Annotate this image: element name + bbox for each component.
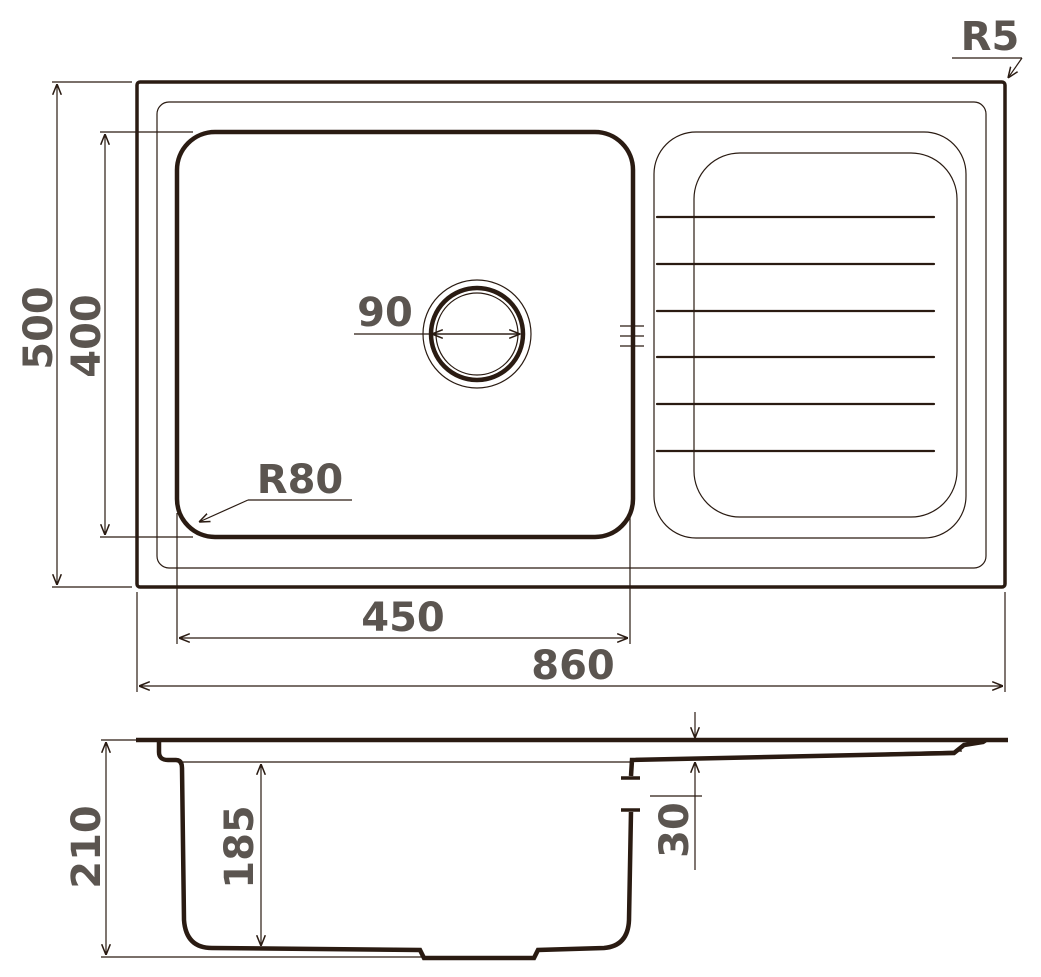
label-185: 185	[217, 805, 263, 889]
dimension-450: 450	[176, 513, 631, 644]
label-210: 210	[64, 805, 110, 889]
sink-inner-rim	[156, 101, 987, 569]
dimension-185: 185	[217, 764, 263, 946]
sink-profile	[136, 737, 1008, 961]
label-90: 90	[357, 290, 413, 336]
label-r5: R5	[961, 14, 1020, 60]
dimension-860: 860	[136, 592, 1006, 692]
side-view: 210 185 30	[64, 712, 1008, 961]
top-view: R5 500 400 90 R80	[16, 14, 1023, 692]
dimension-400: 400	[64, 131, 193, 538]
main-bowl	[174, 129, 636, 540]
dimension-r80: R80	[199, 457, 352, 522]
label-500: 500	[16, 286, 62, 370]
label-450: 450	[361, 595, 445, 641]
sink-outer-rim	[135, 80, 1007, 589]
dimension-210: 210	[64, 739, 430, 958]
label-860: 860	[531, 643, 615, 689]
dimension-30: 30	[650, 712, 702, 870]
dimension-90: 90	[354, 290, 522, 336]
label-400: 400	[64, 294, 110, 378]
label-r80: R80	[257, 457, 343, 503]
drainer-grooves	[655, 215, 936, 453]
label-30: 30	[652, 802, 698, 858]
overflow-marks	[620, 325, 644, 347]
dimension-500: 500	[16, 81, 132, 588]
dimension-r5: R5	[952, 14, 1023, 78]
drainer-inner	[693, 152, 958, 518]
drainer-outer	[653, 131, 967, 539]
overflow-tick-marks	[621, 776, 640, 812]
drainer-underside	[635, 750, 963, 761]
